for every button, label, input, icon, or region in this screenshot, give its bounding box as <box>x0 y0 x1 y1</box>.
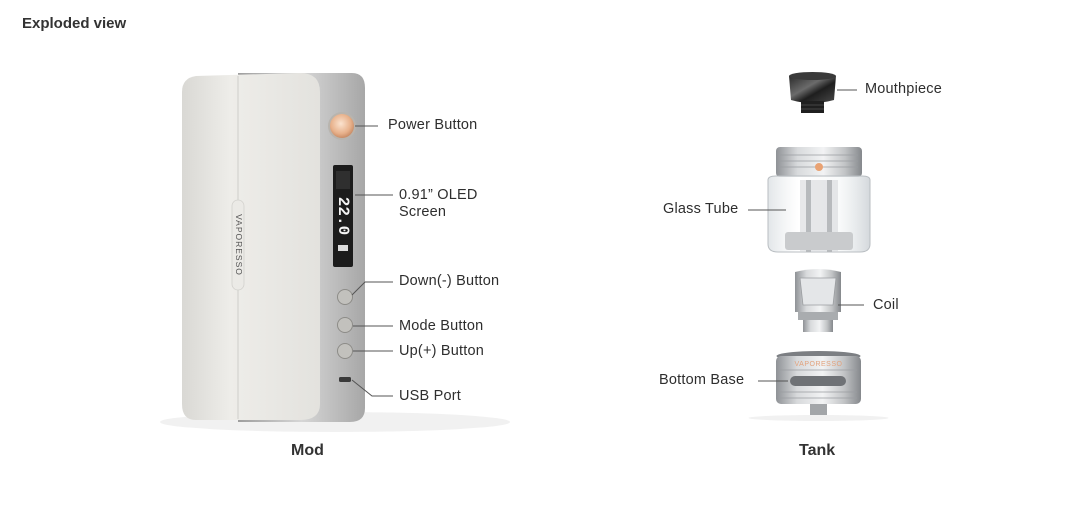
up-button-icon <box>337 343 353 359</box>
coil-label: Coil <box>873 297 899 313</box>
mode-button-icon <box>337 317 353 333</box>
down-button-icon <box>337 289 353 305</box>
up-button-label: Up(+) Button <box>399 343 485 359</box>
oled-screen-label-line1: 0.91” OLED <box>399 187 478 203</box>
coil-part <box>795 269 841 332</box>
mouthpiece-label: Mouthpiece <box>865 81 942 97</box>
mod-leader-lines <box>351 125 393 397</box>
power-button-icon <box>330 114 354 138</box>
usb-port-icon <box>339 377 351 382</box>
mouthpiece-part <box>789 72 836 113</box>
oled-screen <box>333 165 353 267</box>
mod-caption: Mod <box>291 442 324 459</box>
glass-tube-label: Glass Tube <box>663 201 739 217</box>
mode-button-label: Mode Button <box>399 318 484 334</box>
bottom-base-part: VAPORESSO <box>748 351 889 421</box>
down-button-label: Down(-) Button <box>399 273 500 289</box>
oled-screen-reading: 22.0 <box>334 197 352 235</box>
tank-assembly: VAPORESSO <box>748 72 889 421</box>
mod-brand-text: VAPORESSO <box>234 214 244 276</box>
glass-tube-part <box>767 147 871 253</box>
tank-caption: Tank <box>799 442 836 459</box>
oled-screen-label-line2: Screen <box>399 204 447 220</box>
tank-brand-text: VAPORESSO <box>795 361 843 368</box>
section-title: Exploded view <box>22 15 127 32</box>
power-button-label: Power Button <box>388 117 478 133</box>
mod-device: VAPORESSO 22.0 <box>160 73 510 432</box>
bottom-base-label: Bottom Base <box>659 372 745 388</box>
usb-port-label: USB Port <box>399 388 462 404</box>
tank-leader-lines <box>748 89 864 382</box>
mod-body-panel <box>182 73 320 420</box>
